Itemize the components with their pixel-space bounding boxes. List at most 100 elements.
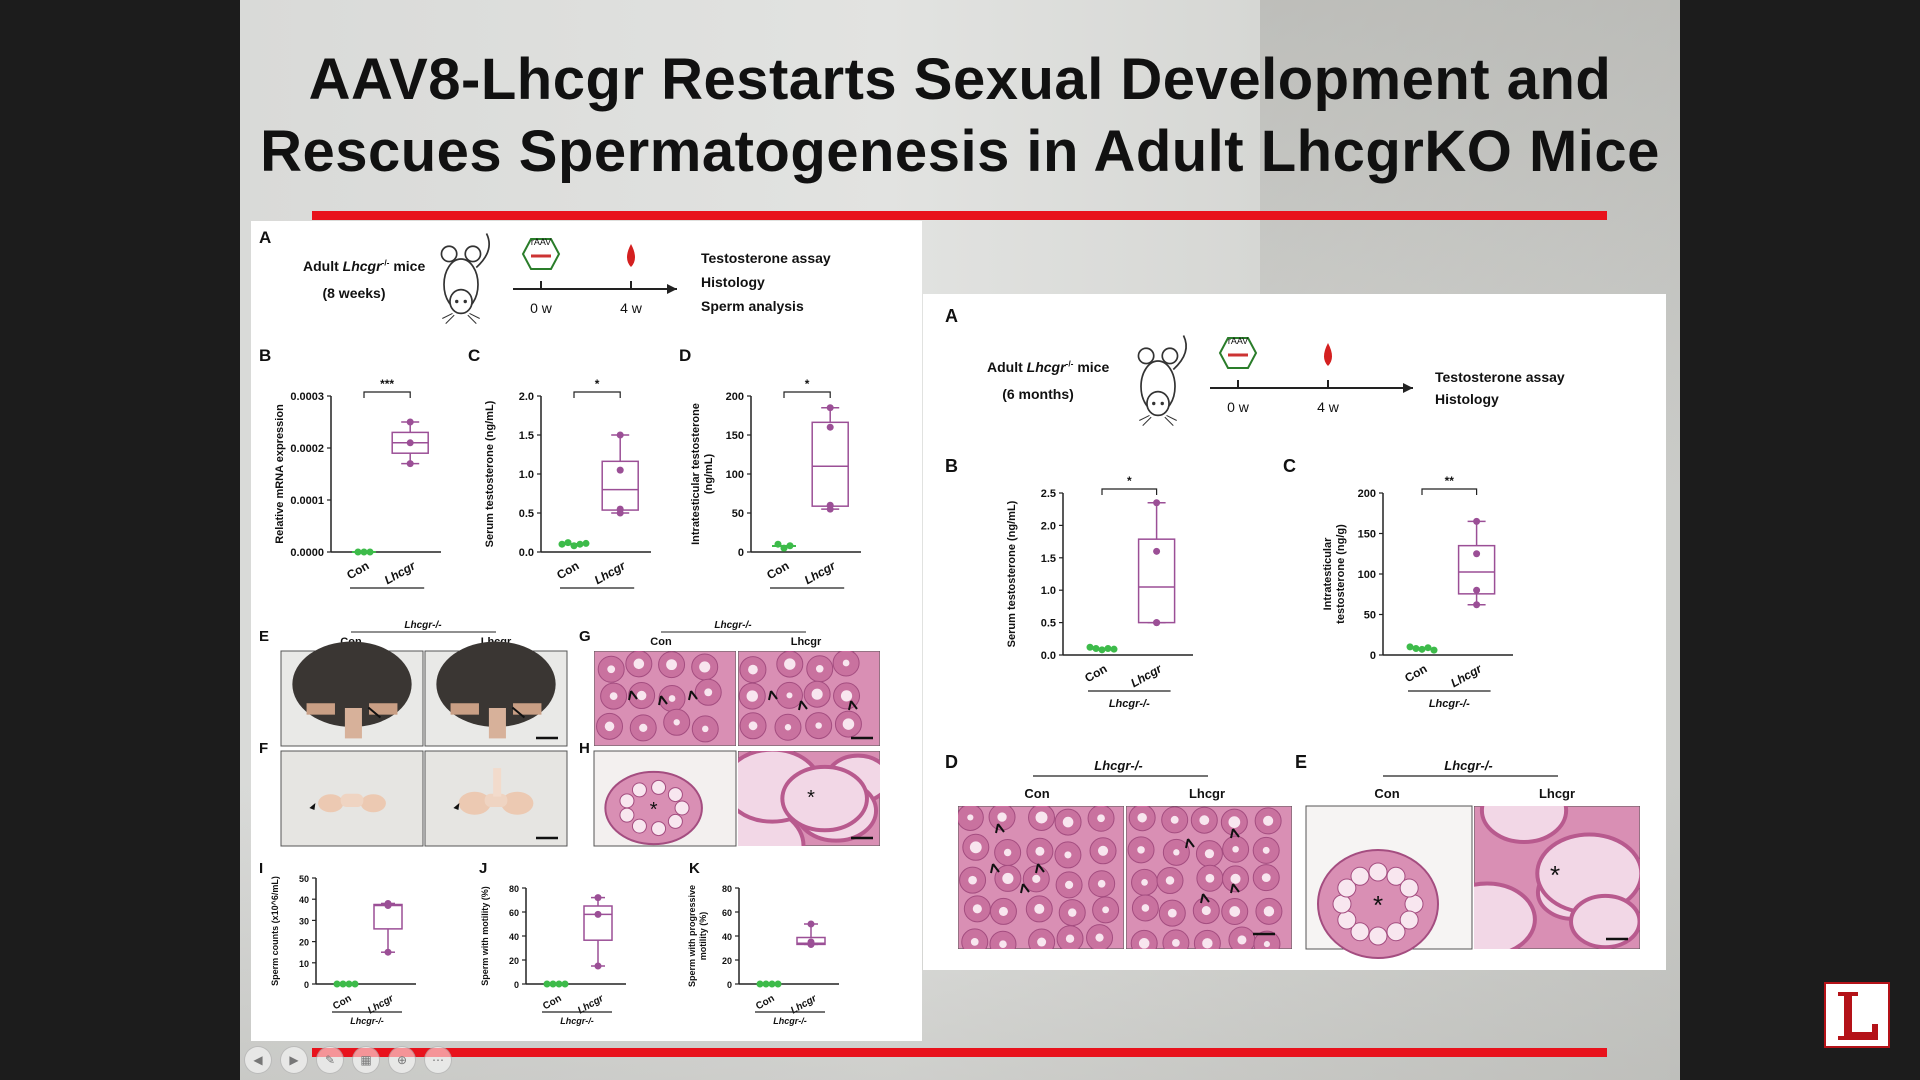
blood-drop-icon <box>1324 343 1332 366</box>
tubule-lumen <box>674 800 690 816</box>
organ-shape <box>318 794 344 813</box>
photo-F-con <box>280 750 424 847</box>
mouse-ear <box>440 245 458 263</box>
next-slide-button[interactable]: ▶ <box>280 1046 308 1074</box>
arrow-marker <box>798 700 808 711</box>
tubule-lumen <box>1097 879 1106 888</box>
tubule-lumen <box>609 692 618 701</box>
tubule-lumen <box>1165 876 1175 885</box>
lhcgr-data-point <box>1473 517 1481 525</box>
tubule-lumen <box>811 688 823 700</box>
tubule-lumen <box>1386 922 1406 942</box>
con-data-point <box>1412 645 1420 653</box>
x-tick-label: Con <box>344 558 371 582</box>
con-data-point <box>756 980 764 988</box>
timeline-label-4w: 4 w <box>620 300 643 316</box>
con-data-point <box>561 980 569 988</box>
organ-shape <box>340 793 364 808</box>
tubule-lumen <box>1097 814 1105 823</box>
con-data-point <box>570 542 578 550</box>
tubule-lumen <box>970 938 979 946</box>
more-options-button[interactable]: ⋯ <box>424 1046 452 1074</box>
x-tick-label: Lhcgr <box>789 993 820 1017</box>
panel-letter-K: K <box>689 860 700 877</box>
y-axis-label: Sperm with motility (%) <box>480 886 490 986</box>
tubule-lumen <box>1205 873 1215 883</box>
lhcgr-box <box>811 421 849 507</box>
tubule-lumen <box>1404 894 1424 914</box>
y-axis-label: testosterone (ng/g) <box>1335 524 1347 624</box>
y-tick-label: 1.5 <box>1041 553 1056 565</box>
pen-tool-button[interactable]: ✎ <box>316 1046 344 1074</box>
y-tick-label: 0 <box>738 547 744 559</box>
con-data-point <box>1098 646 1106 654</box>
tubule-lumen <box>1337 910 1357 930</box>
y-axis-label: Sperm counts (x10^6/mL) <box>270 876 280 986</box>
lhcgr-data-point <box>406 418 414 426</box>
tubule-lumen <box>1230 873 1241 884</box>
tubule-lumen <box>1479 806 1569 844</box>
red-divider-bottom <box>312 1048 1607 1057</box>
con-data-point <box>558 540 566 548</box>
y-tick-label: 0.0 <box>1041 650 1056 662</box>
outcome-label: Testosterone assay <box>701 250 831 266</box>
tubule-lumen <box>969 841 982 854</box>
arrow-marker <box>1020 883 1030 894</box>
slides-grid-button[interactable]: ▦ <box>352 1046 380 1074</box>
mouse-tail <box>344 708 362 739</box>
tubule-lumen <box>1202 938 1213 949</box>
photo-header-lhcgr: Lhcgr <box>1539 786 1575 801</box>
group-label: Lhcgr-/- <box>1429 698 1470 710</box>
mouse-leg <box>513 703 542 715</box>
arrow-marker <box>768 690 778 701</box>
con-data-point <box>1418 645 1426 653</box>
lhcgr-data-point <box>1473 550 1481 558</box>
y-tick-label: 1.0 <box>519 469 534 481</box>
group-label: Lhcgr-/- <box>404 620 442 631</box>
tubule-lumen <box>1095 933 1104 942</box>
y-axis-label: Relative mRNA expression <box>274 404 286 544</box>
tubule-lumen <box>1350 922 1370 942</box>
slide-title-line1: AAV8-Lhcgr Restarts Sexual Development a… <box>308 47 1612 112</box>
y-axis-label: motility (%) <box>698 912 708 961</box>
mouse-icon <box>1137 335 1187 426</box>
lhcgr-data-point <box>406 439 414 447</box>
tubule-lumen <box>1173 849 1180 856</box>
con-data-point <box>564 539 572 547</box>
tubule-lumen <box>1137 846 1145 854</box>
age-label: (8 weeks) <box>322 285 385 301</box>
zoom-button[interactable]: ⊕ <box>388 1046 416 1074</box>
vector-label: rAAV <box>1228 336 1248 346</box>
mouse-eye <box>463 299 467 304</box>
tubule-lumen <box>1201 906 1211 916</box>
y-tick-label: 1.0 <box>1041 585 1056 597</box>
asterisk-marker: * <box>1373 890 1383 920</box>
tubule-lumen <box>1262 846 1270 854</box>
y-axis-label: Intratesticular testosterone <box>690 403 702 545</box>
organ-shape <box>360 794 386 813</box>
lhcgr-data-point <box>616 466 624 474</box>
tubule-lumen <box>1332 894 1352 914</box>
tubule-lumen <box>1368 862 1388 882</box>
slideshow-controls: ◀ ▶ ✎ ▦ ⊕ ⋯ <box>244 1046 452 1076</box>
y-tick-label: 40 <box>509 932 519 942</box>
mouse-eye <box>455 299 459 304</box>
x-tick-label: Con <box>331 993 353 1012</box>
y-tick-label: 150 <box>726 430 744 442</box>
panel-letter-A: A <box>259 228 271 247</box>
lhcgr-data-point <box>826 404 834 412</box>
tubule-lumen <box>619 793 635 809</box>
mouse-whiskers <box>1139 414 1177 426</box>
lhcgr-data-point <box>826 423 834 431</box>
arrow-marker <box>1035 863 1045 874</box>
x-tick-label: Con <box>554 558 581 582</box>
prev-slide-button[interactable]: ◀ <box>244 1046 272 1074</box>
tubule-lumen <box>1065 934 1075 943</box>
con-data-point <box>339 980 347 988</box>
con-data-point <box>774 540 782 548</box>
tubule-lumen <box>1002 872 1014 885</box>
